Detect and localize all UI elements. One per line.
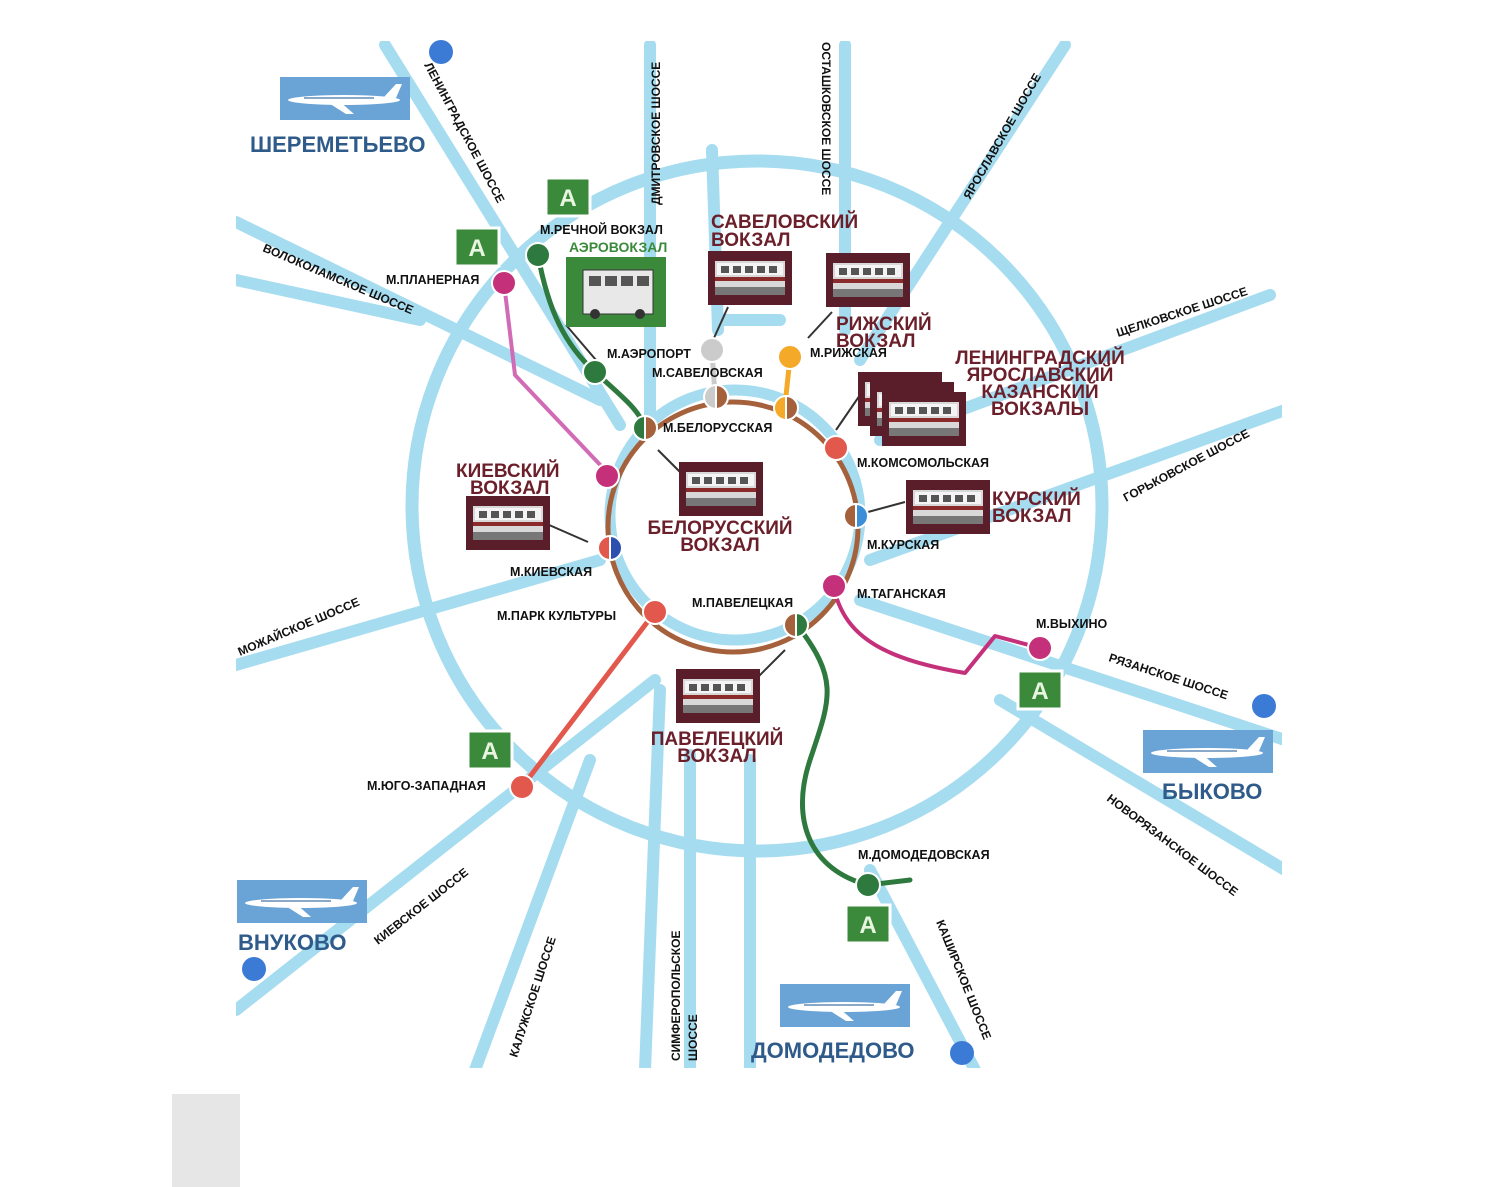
- terminal-label-kursky: КУРСКИЙ: [992, 488, 1081, 510]
- terminal-label-belorussky: БЕЛОРУССКИЙ: [647, 517, 792, 539]
- station-label-park-kultury: М.ПАРК КУЛЬТУРЫ: [497, 609, 616, 623]
- station-labels: М.РЕЧНОЙ ВОКЗАЛ М.ПЛАНЕРНАЯ М.АЭРОПОРТ М…: [367, 222, 1107, 862]
- highway-label-ostashkovskoe: ОСТАШКОВСКОЕ ШОССЕ: [819, 42, 833, 195]
- station-label-kurskaya: М.КУРСКАЯ: [867, 538, 939, 552]
- terminal-label-rizhsky: РИЖСКИЙ: [836, 313, 932, 335]
- terminal-label-paveletsky: ПАВЕЛЕЦКИЙ: [651, 728, 784, 750]
- station-label-kievskaya: М.КИЕВСКАЯ: [510, 565, 592, 579]
- bus-badge-label: A: [468, 235, 485, 262]
- station-label-domodedovskaya: М.ДОМОДЕДОВСКАЯ: [858, 848, 990, 862]
- corner-placeholder: [172, 1094, 240, 1187]
- station-label-belorusskaya: М.БЕЛОРУССКАЯ: [663, 421, 772, 435]
- bus-badge-label: A: [859, 912, 876, 939]
- metro-stations: [491, 242, 1053, 898]
- airport-dots: [242, 40, 1276, 1065]
- station-label-rizhskaya: М.РИЖСКАЯ: [810, 346, 887, 360]
- bus-badge-label: A: [559, 185, 576, 212]
- station-label-yugo-zapadnaya: М.ЮГО-ЗАПАДНАЯ: [367, 779, 486, 793]
- airport-icons: [237, 77, 1273, 1027]
- bus-badge-label: A: [1031, 678, 1048, 705]
- terminal-label-vokzaly: ВОКЗАЛЫ: [991, 399, 1089, 420]
- highway-label-dmitrovskoe: ДМИТРОВСКОЕ ШОССЕ: [649, 62, 663, 205]
- terminal-label-leningradsky: ЛЕНИНГРАДСКИЙ: [955, 347, 1124, 369]
- station-label-planernaya: М.ПЛАНЕРНАЯ: [386, 273, 479, 287]
- radial-highways: [236, 41, 1282, 1068]
- station-label-savelovskaya: М.САВЕЛОВСКАЯ: [652, 366, 763, 380]
- terminal-label-yaroslavsky: ЯРОСЛАВСКИЙ: [967, 364, 1114, 386]
- airport-label-sheremetyevo: ШЕРЕМЕТЬЕВО: [250, 132, 426, 157]
- terminal-label-aerovokzal: АЭРОВОКЗАЛ: [569, 239, 667, 255]
- highway-label-simferopolskoe-2: ШОССЕ: [686, 1014, 700, 1061]
- terminal-label-kazansky: КАЗАНСКИЙ: [981, 381, 1098, 403]
- airport-labels: ШЕРЕМЕТЬЕВО БЫКОВО ВНУКОВО ДОМОДЕДОВО: [238, 132, 1262, 1063]
- terminal-label-kievsky-2: ВОКЗАЛ: [470, 478, 550, 499]
- terminal-label-paveletsky-2: ВОКЗАЛ: [677, 746, 757, 767]
- terminal-labels: АЭРОВОКЗАЛ САВЕЛОВСКИЙ ВОКЗАЛ РИЖСКИЙ ВО…: [456, 211, 1125, 767]
- terminal-label-savelovsky: САВЕЛОВСКИЙ: [711, 211, 858, 233]
- terminal-label-kursky-2: ВОКЗАЛ: [992, 506, 1072, 527]
- airport-label-bykovo: БЫКОВО: [1162, 779, 1262, 804]
- terminal-label-rizhsky-2: ВОКЗАЛ: [836, 331, 916, 352]
- station-label-aeroport: М.АЭРОПОРТ: [607, 347, 691, 361]
- bus-badge-label: A: [481, 738, 498, 765]
- terminal-label-kievsky: КИЕВСКИЙ: [456, 460, 560, 482]
- station-label-vykhino: М.ВЫХИНО: [1036, 617, 1107, 631]
- airport-label-domodedovo: ДОМОДЕДОВО: [751, 1038, 915, 1063]
- station-label-rechnoy-vokzal: М.РЕЧНОЙ ВОКЗАЛ: [540, 222, 663, 237]
- bus-badges: A A A A A: [453, 176, 1064, 945]
- airport-label-vnukovo: ВНУКОВО: [238, 930, 346, 955]
- terminal-label-savelovsky-2: ВОКЗАЛ: [711, 230, 791, 251]
- station-label-paveletskaya: М.ПАВЕЛЕЦКАЯ: [692, 596, 793, 610]
- railway-station-icons: [466, 251, 990, 723]
- station-label-taganskaya: М.ТАГАНСКАЯ: [857, 587, 946, 601]
- terminal-label-belorussky-2: ВОКЗАЛ: [680, 535, 760, 556]
- highway-label-simferopolskoe: СИМФЕРОПОЛЬСКОЕ: [669, 931, 683, 1061]
- station-label-komsomolskaya: М.КОМСОМОЛЬСКАЯ: [857, 456, 989, 470]
